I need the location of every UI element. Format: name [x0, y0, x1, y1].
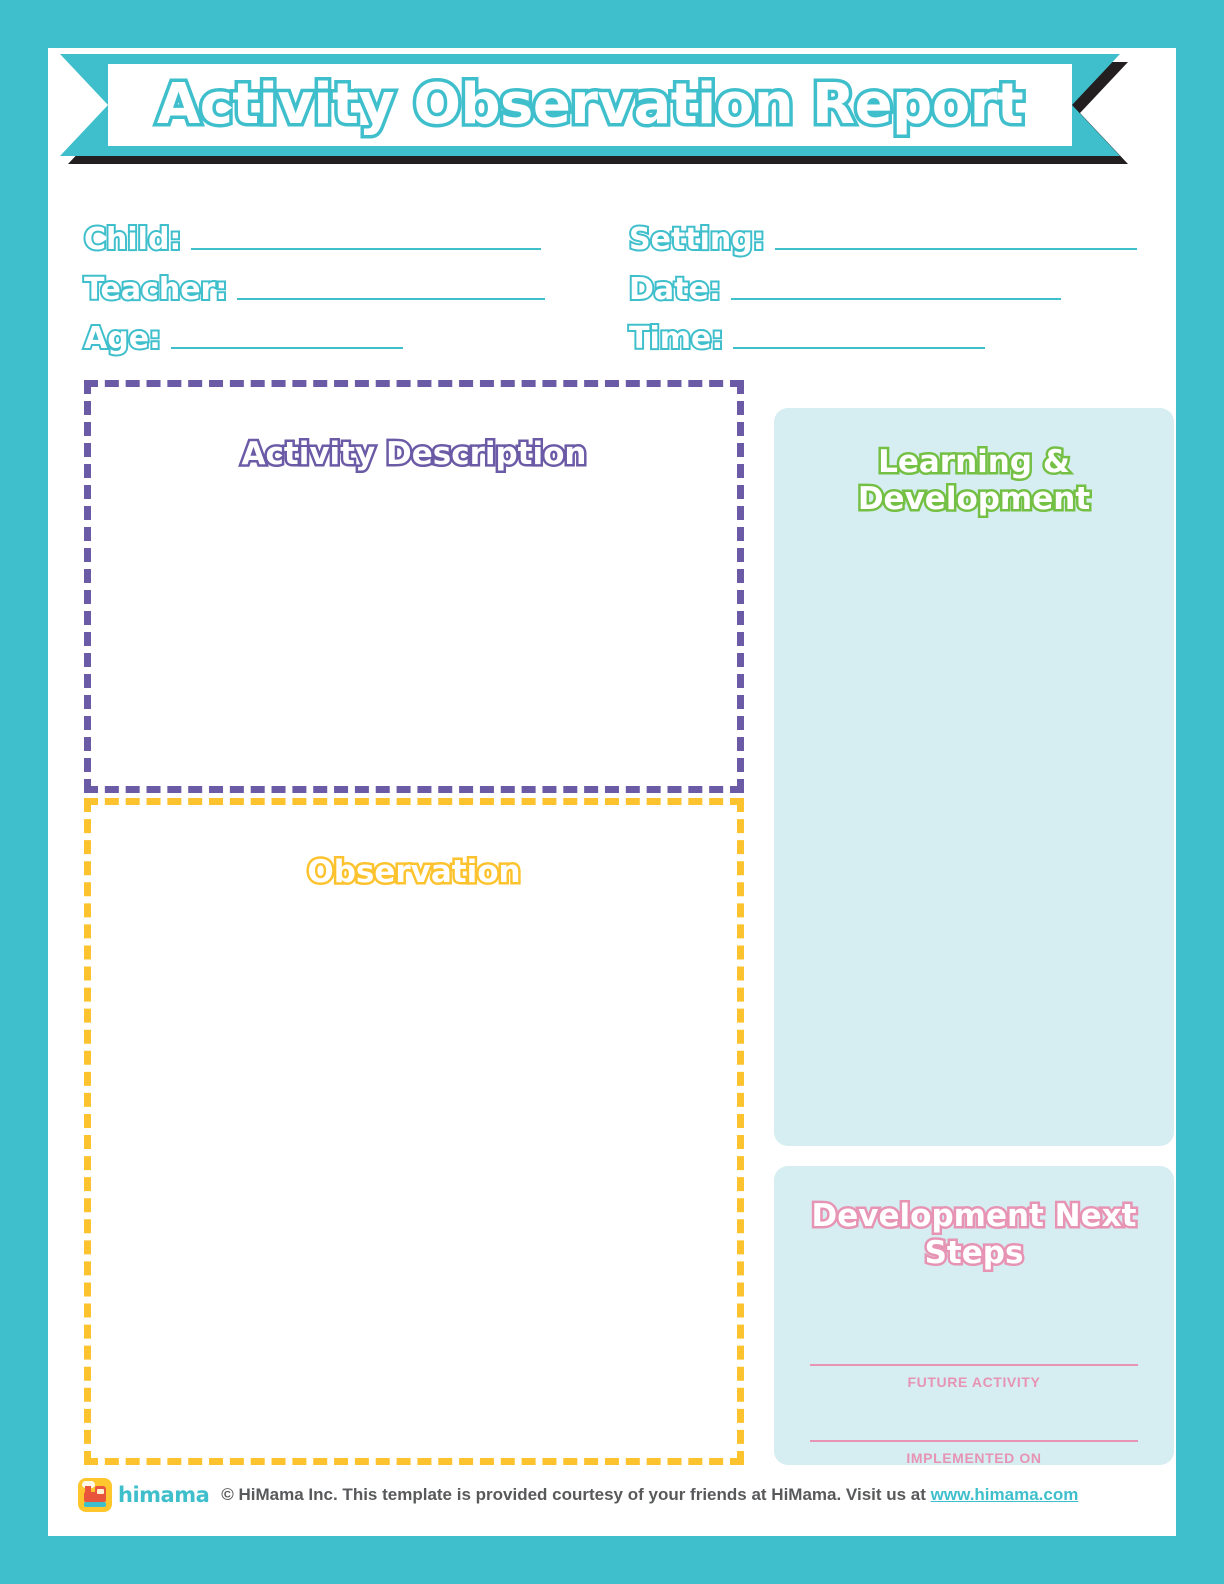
activity-description-title: Activity Description	[239, 434, 589, 474]
worksheet-sheet: Activity Observation Report Child: Teach…	[48, 48, 1176, 1536]
himama-wordmark: himama	[118, 1483, 210, 1507]
himama-website-link[interactable]: www.himama.com	[930, 1485, 1079, 1504]
learning-development-panel[interactable]: Learning & Development	[774, 408, 1174, 1146]
footer-copyright-text: © HiMama Inc. This template is provided …	[221, 1485, 931, 1504]
implemented-on-field[interactable]: IMPLEMENTED ON	[810, 1440, 1138, 1466]
field-setting-input[interactable]	[774, 248, 1137, 250]
footer: himama © HiMama Inc. This template is pr…	[78, 1472, 1174, 1518]
field-age-label: Age:	[82, 320, 163, 357]
learning-development-title: Learning & Development	[855, 441, 1092, 519]
field-time[interactable]: Time:	[627, 309, 1174, 357]
observation-box[interactable]: Observation	[84, 798, 744, 1465]
activity-description-box[interactable]: Activity Description	[84, 380, 744, 793]
future-activity-field[interactable]: FUTURE ACTIVITY	[810, 1364, 1138, 1390]
field-time-input[interactable]	[733, 347, 986, 349]
form-fields-left-column: Child: Teacher: Age:	[82, 210, 629, 357]
page-title: Activity Observation Report	[153, 72, 1027, 137]
field-date-input[interactable]	[730, 297, 1061, 300]
left-column: Activity Description Observation	[84, 380, 744, 1465]
future-activity-input[interactable]	[810, 1364, 1138, 1366]
train-body-shape	[84, 1492, 99, 1502]
field-setting-label: Setting:	[627, 221, 767, 258]
page-inner-border: Activity Observation Report Child: Teach…	[18, 18, 1206, 1566]
train-cab-shape	[95, 1486, 106, 1502]
banner-inner: Activity Observation Report	[108, 64, 1072, 146]
field-time-label: Time:	[627, 320, 725, 357]
field-setting[interactable]: Setting:	[627, 210, 1174, 258]
observation-title: Observation	[305, 852, 523, 892]
field-child-input[interactable]	[191, 248, 542, 250]
field-teacher-input[interactable]	[237, 297, 546, 300]
field-teacher[interactable]: Teacher:	[82, 260, 629, 308]
development-next-steps-panel[interactable]: Development Next Steps FUTURE ACTIVITY I…	[774, 1166, 1174, 1466]
field-child-label: Child:	[82, 221, 183, 258]
train-smoke-shape	[82, 1481, 95, 1488]
field-teacher-label: Teacher:	[82, 271, 229, 308]
field-date[interactable]: Date:	[627, 260, 1174, 308]
footer-copyright: © HiMama Inc. This template is provided …	[221, 1485, 1078, 1505]
implemented-on-input[interactable]	[810, 1440, 1138, 1442]
field-age[interactable]: Age:	[82, 309, 629, 357]
field-child[interactable]: Child:	[82, 210, 629, 258]
train-window-shape	[97, 1489, 104, 1494]
field-age-input[interactable]	[171, 347, 404, 349]
form-fields-right-column: Setting: Date: Time:	[627, 210, 1174, 357]
future-activity-label: FUTURE ACTIVITY	[907, 1374, 1041, 1390]
title-banner: Activity Observation Report	[60, 54, 1128, 164]
train-icon	[78, 1478, 112, 1512]
train-stack-shape	[85, 1486, 91, 1493]
main-content: Activity Description Observation Learnin…	[84, 380, 1174, 1466]
right-column: Learning & Development Development Next …	[774, 380, 1174, 1466]
development-next-steps-title: Development Next Steps	[809, 1195, 1139, 1273]
himama-logo: himama	[78, 1478, 210, 1512]
field-date-label: Date:	[627, 271, 723, 308]
form-fields: Child: Teacher: Age: Setting:	[82, 210, 1174, 357]
train-wheels-shape	[84, 1502, 106, 1507]
implemented-on-label: IMPLEMENTED ON	[906, 1450, 1042, 1466]
